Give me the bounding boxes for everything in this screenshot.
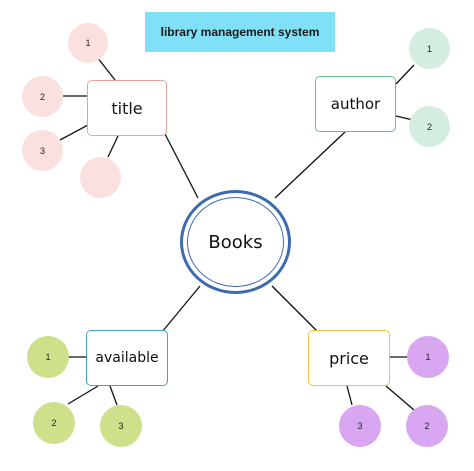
diagram-title-banner: library management system — [145, 12, 335, 52]
center-node-books[interactable]: Books — [180, 190, 291, 294]
available-bubble-3-label: 3 — [118, 421, 124, 431]
title-bubble-3[interactable]: 3 — [22, 130, 63, 171]
node-author-label: author — [330, 95, 381, 113]
connector-title-bubble-3 — [59, 124, 89, 141]
author-bubble-1-label: 1 — [426, 43, 432, 54]
available-bubble-1[interactable]: 1 — [27, 336, 69, 378]
node-author[interactable]: author — [315, 76, 396, 132]
title-bubble-1-label: 1 — [85, 38, 91, 48]
connector-center-price — [271, 285, 319, 333]
price-bubble-2-label: 2 — [424, 421, 430, 431]
node-available-label: available — [95, 350, 159, 366]
connector-center-author — [274, 131, 346, 199]
available-bubble-2[interactable]: 2 — [33, 402, 75, 444]
center-node-label: Books — [208, 231, 263, 253]
title-bubble-3-label: 3 — [39, 145, 45, 156]
price-bubble-3[interactable]: 3 — [339, 405, 381, 447]
node-available[interactable]: available — [86, 330, 168, 386]
connector-center-available — [161, 285, 201, 333]
connector-price-bubble-2 — [385, 385, 415, 411]
available-bubble-1-label: 1 — [45, 352, 51, 362]
price-bubble-1-label: 1 — [425, 352, 431, 362]
connector-price-bubble-3 — [346, 385, 353, 406]
node-price[interactable]: price — [308, 330, 390, 386]
title-bubble-2[interactable]: 2 — [22, 76, 63, 117]
connector-title-bubble-4 — [107, 135, 119, 158]
available-bubble-3[interactable]: 3 — [100, 405, 142, 447]
connector-author-bubble-1 — [395, 64, 415, 85]
center-inner-ring — [187, 197, 284, 287]
price-bubble-3-label: 3 — [357, 421, 363, 431]
node-price-label: price — [329, 348, 369, 368]
author-bubble-2-label: 2 — [426, 121, 432, 132]
connector-title-bubble-1 — [96, 56, 116, 81]
connector-available-bubble-3 — [109, 385, 118, 406]
title-bubble-4[interactable] — [80, 157, 121, 198]
price-bubble-1[interactable]: 1 — [407, 336, 449, 378]
author-bubble-1[interactable]: 1 — [409, 28, 450, 69]
connector-center-title — [164, 133, 199, 199]
title-bubble-2-label: 2 — [39, 91, 45, 102]
price-bubble-2[interactable]: 2 — [406, 405, 448, 447]
title-bubble-1[interactable]: 1 — [68, 23, 108, 63]
diagram-title: library management system — [160, 25, 320, 39]
connector-available-bubble-2 — [67, 385, 99, 405]
node-title-label: title — [111, 98, 143, 118]
node-title[interactable]: title — [87, 80, 167, 136]
author-bubble-2[interactable]: 2 — [409, 106, 450, 147]
available-bubble-2-label: 2 — [51, 418, 57, 428]
